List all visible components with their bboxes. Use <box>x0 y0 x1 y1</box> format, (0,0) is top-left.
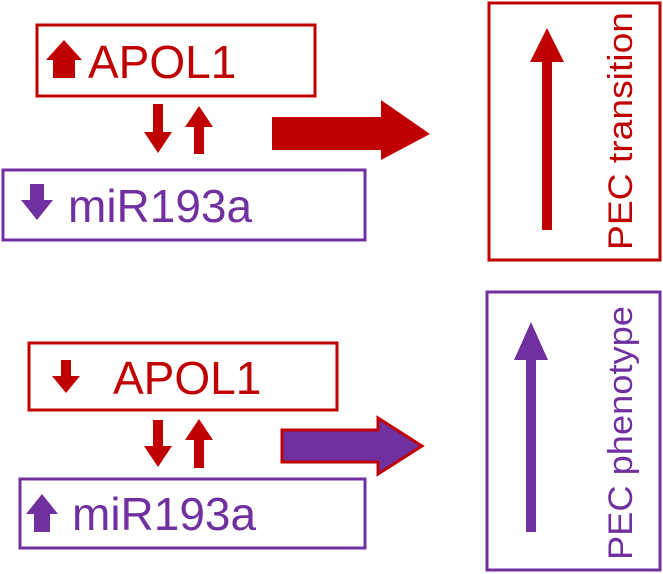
up-arrow-icon <box>46 40 82 78</box>
bottom-result-box-border <box>485 290 662 572</box>
down-arrow-icon <box>144 104 172 153</box>
bottom-result-box: PEC phenotype <box>485 290 662 572</box>
top-panel: APOL1 miR193a PEC transition <box>1 1 662 262</box>
large-up-arrow-icon <box>514 322 548 532</box>
bottom-mir193a-label: miR193a <box>72 488 257 540</box>
up-arrow-icon <box>26 494 58 532</box>
top-interaction-arrows-icon <box>144 104 213 154</box>
top-result-box: PEC transition <box>487 1 662 262</box>
top-apol1-label: APOL1 <box>88 36 236 88</box>
up-arrow-icon <box>185 106 213 154</box>
top-result-label: PEC transition <box>602 12 640 250</box>
top-result-box-border <box>487 1 662 262</box>
up-arrow-icon <box>185 419 213 468</box>
bottom-mir193a-box-border <box>18 477 367 550</box>
top-apol1-box: APOL1 <box>35 23 317 98</box>
bottom-interaction-arrows-icon <box>144 419 213 468</box>
down-arrow-icon <box>144 420 172 467</box>
down-arrow-icon <box>52 360 80 393</box>
bottom-panel: APOL1 miR193a PEC phenotype <box>18 290 662 572</box>
bottom-apol1-box-border <box>27 341 339 412</box>
top-mir193a-box-border <box>1 168 367 242</box>
bottom-effect-right-arrow-icon <box>280 415 425 477</box>
bottom-mir193a-box: miR193a <box>18 477 367 550</box>
top-effect-right-arrow-icon <box>272 100 430 160</box>
bottom-apol1-label: APOL1 <box>113 352 261 404</box>
large-up-arrow-icon <box>530 28 564 230</box>
top-mir193a-label: miR193a <box>68 180 253 232</box>
bottom-apol1-box: APOL1 <box>27 341 339 412</box>
down-arrow-icon <box>21 184 53 220</box>
top-mir193a-box: miR193a <box>1 168 367 242</box>
top-apol1-box-border <box>35 23 317 98</box>
bottom-result-label: PEC phenotype <box>602 306 640 560</box>
